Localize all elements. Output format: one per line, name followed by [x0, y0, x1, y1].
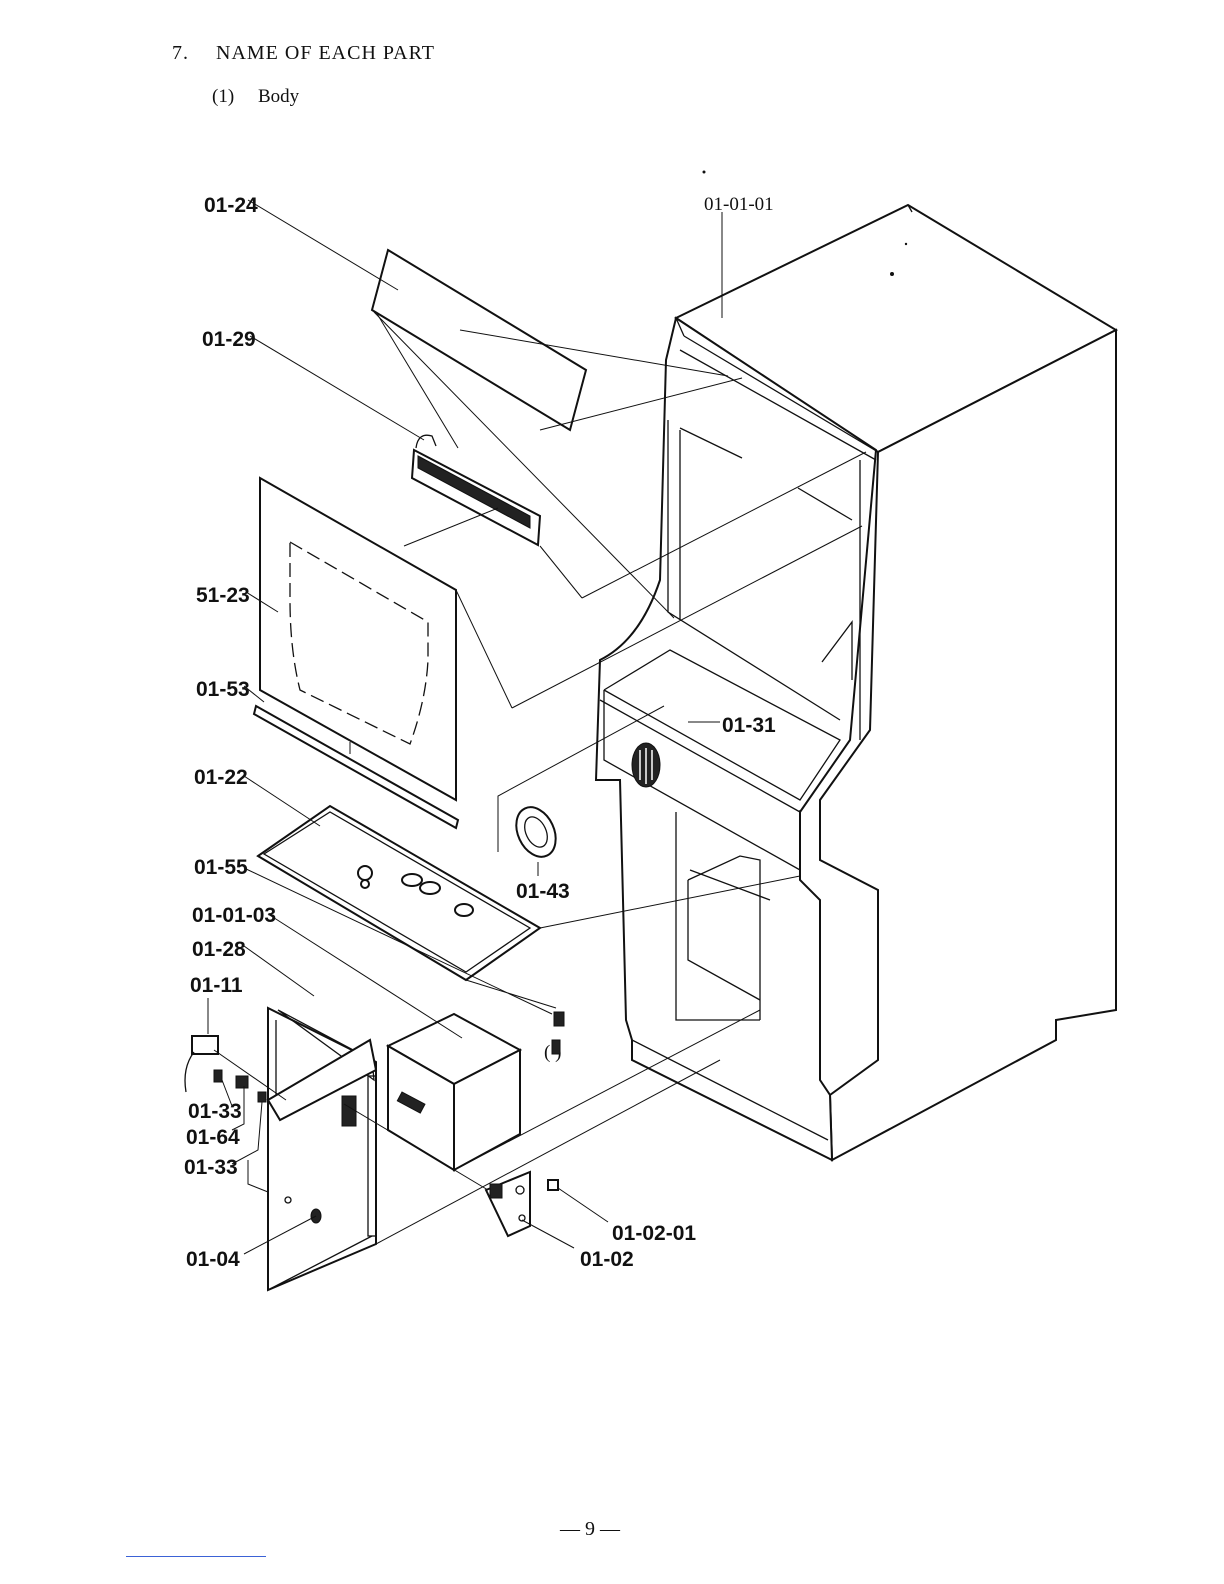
label-01-33-lower: 01-33 — [184, 1156, 238, 1179]
coin-mechanism — [486, 1172, 558, 1236]
label-01-53: 01-53 — [196, 678, 250, 701]
label-01-24: 01-24 — [204, 194, 258, 217]
fluorescent-lamp-unit — [412, 435, 540, 545]
label-01-29: 01-29 — [202, 328, 256, 351]
label-01-28: 01-28 — [192, 938, 246, 961]
coin-box-lock-alt: ( ) — [544, 1040, 561, 1063]
label-01-55: 01-55 — [194, 856, 248, 879]
coin-door — [268, 1008, 376, 1290]
label-01-43: 01-43 — [516, 880, 570, 903]
coin-box — [388, 1014, 520, 1170]
label-01-31: 01-31 — [722, 714, 776, 737]
label-01-01-01: 01-01-01 — [704, 194, 774, 215]
label-01-33-upper: 01-33 — [188, 1100, 242, 1123]
marquee-panel — [372, 250, 586, 430]
coin-box-lock — [554, 1012, 564, 1026]
page-number: — 9 — — [560, 1518, 620, 1541]
label-51-23: 51-23 — [196, 584, 250, 607]
label-01-11: 01-11 — [190, 974, 243, 997]
label-01-01-03: 01-01-03 — [192, 904, 276, 927]
monitor-glass — [260, 478, 456, 800]
label-01-02-01: 01-02-01 — [612, 1222, 696, 1245]
footer-rule — [126, 1556, 266, 1557]
label-01-64: 01-64 — [186, 1126, 240, 1149]
label-01-04: 01-04 — [186, 1248, 240, 1271]
label-01-02: 01-02 — [580, 1248, 634, 1271]
cabinet-body — [596, 205, 1116, 1160]
label-01-22: 01-22 — [194, 766, 248, 789]
